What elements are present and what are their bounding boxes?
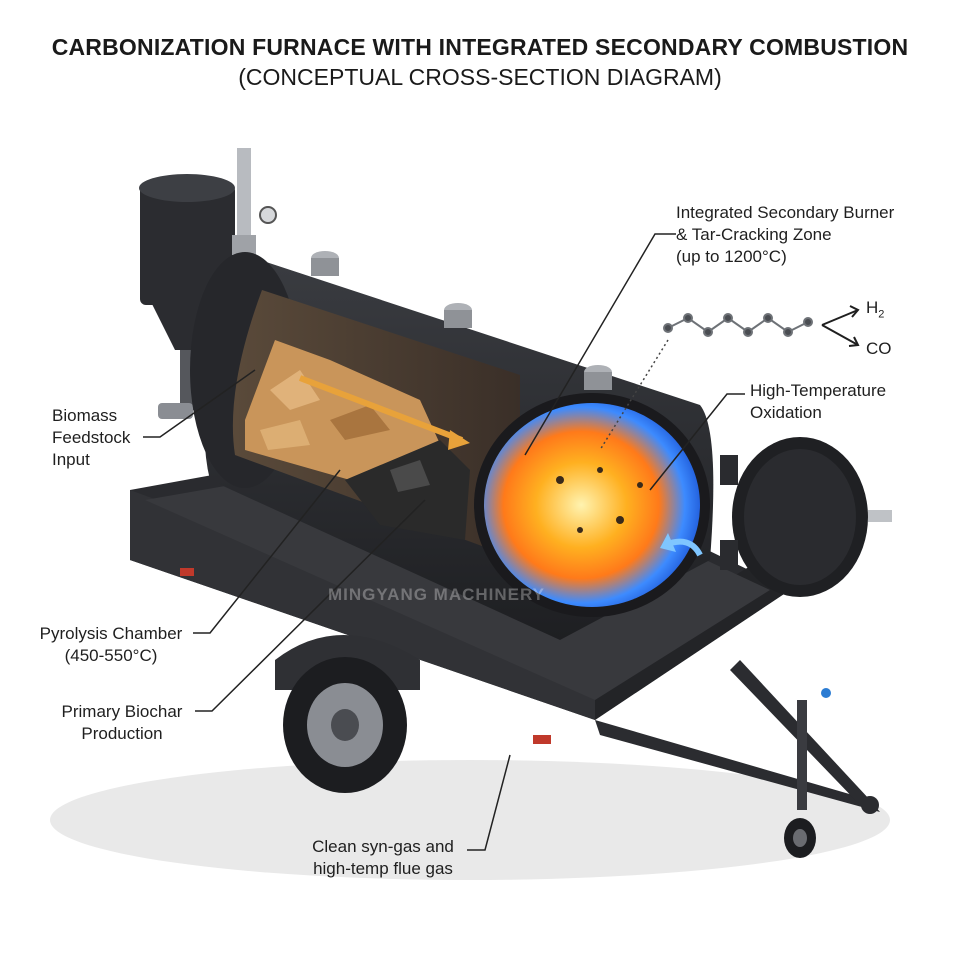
molecule-dotted-leader [599, 339, 669, 451]
diagram-subtitle: (CONCEPTUAL CROSS-SECTION DIAGRAM) [238, 64, 722, 90]
label-biochar-line2: Production [81, 724, 163, 743]
trailer-wheel [275, 635, 420, 793]
label-h2: H2 [866, 298, 884, 320]
diagram-title: CARBONIZATION FURNACE WITH INTEGRATED SE… [51, 34, 909, 60]
reflector-right [533, 735, 551, 744]
label-flue-gas-line2: high-temp flue gas [313, 859, 453, 878]
label-secondary-burner-line1: Integrated Secondary Burner [676, 203, 895, 222]
label-oxidation-line2: Oxidation [750, 403, 822, 422]
chimney [232, 148, 277, 258]
label-feedstock-line2: Feedstock [52, 428, 131, 447]
watermark-text: MINGYANG MACHINERY [328, 585, 545, 604]
label-feedstock-line3: Input [52, 450, 90, 469]
trailer-hitch [595, 660, 880, 858]
feed-flow-arrowhead [448, 430, 470, 450]
label-flue-gas-line1: Clean syn-gas and [312, 837, 454, 856]
label-co: CO [866, 339, 892, 358]
label-biochar: Primary Biochar Production [52, 701, 192, 745]
product-arrows [821, 305, 860, 347]
label-pyrolysis-line1: Pyrolysis Chamber [39, 624, 183, 643]
label-oxidation: High-Temperature Oxidation [750, 380, 886, 424]
feed-flow-arrow [298, 375, 464, 443]
label-h2-sub: 2 [878, 308, 885, 321]
label-pyrolysis: Pyrolysis Chamber (450-550°C) [28, 623, 194, 667]
furnace-door [720, 437, 892, 597]
label-feedstock: Biomass Feedstock Input [52, 405, 130, 471]
biomass-chips [245, 340, 445, 480]
reflector-left [180, 568, 194, 576]
label-flue-gas: Clean syn-gas and high-temp flue gas [300, 836, 466, 880]
label-h2-main: H [866, 298, 879, 317]
label-feedstock-line1: Biomass [52, 406, 118, 425]
label-secondary-burner: Integrated Secondary Burner & Tar-Cracki… [676, 202, 894, 268]
leader-lines [143, 233, 745, 851]
biochar-pile [345, 440, 470, 540]
label-pyrolysis-line2: (450-550°C) [64, 646, 158, 665]
ground-shadow [50, 760, 890, 880]
label-oxidation-line1: High-Temperature [750, 381, 887, 400]
label-secondary-burner-line2: & Tar-Cracking Zone [676, 225, 832, 244]
combustion-zone [474, 393, 710, 617]
label-biochar-line1: Primary Biochar [61, 702, 183, 721]
label-secondary-burner-line3: (up to 1200°C) [676, 247, 787, 266]
hydrocarbon-molecule-icon [663, 313, 813, 337]
